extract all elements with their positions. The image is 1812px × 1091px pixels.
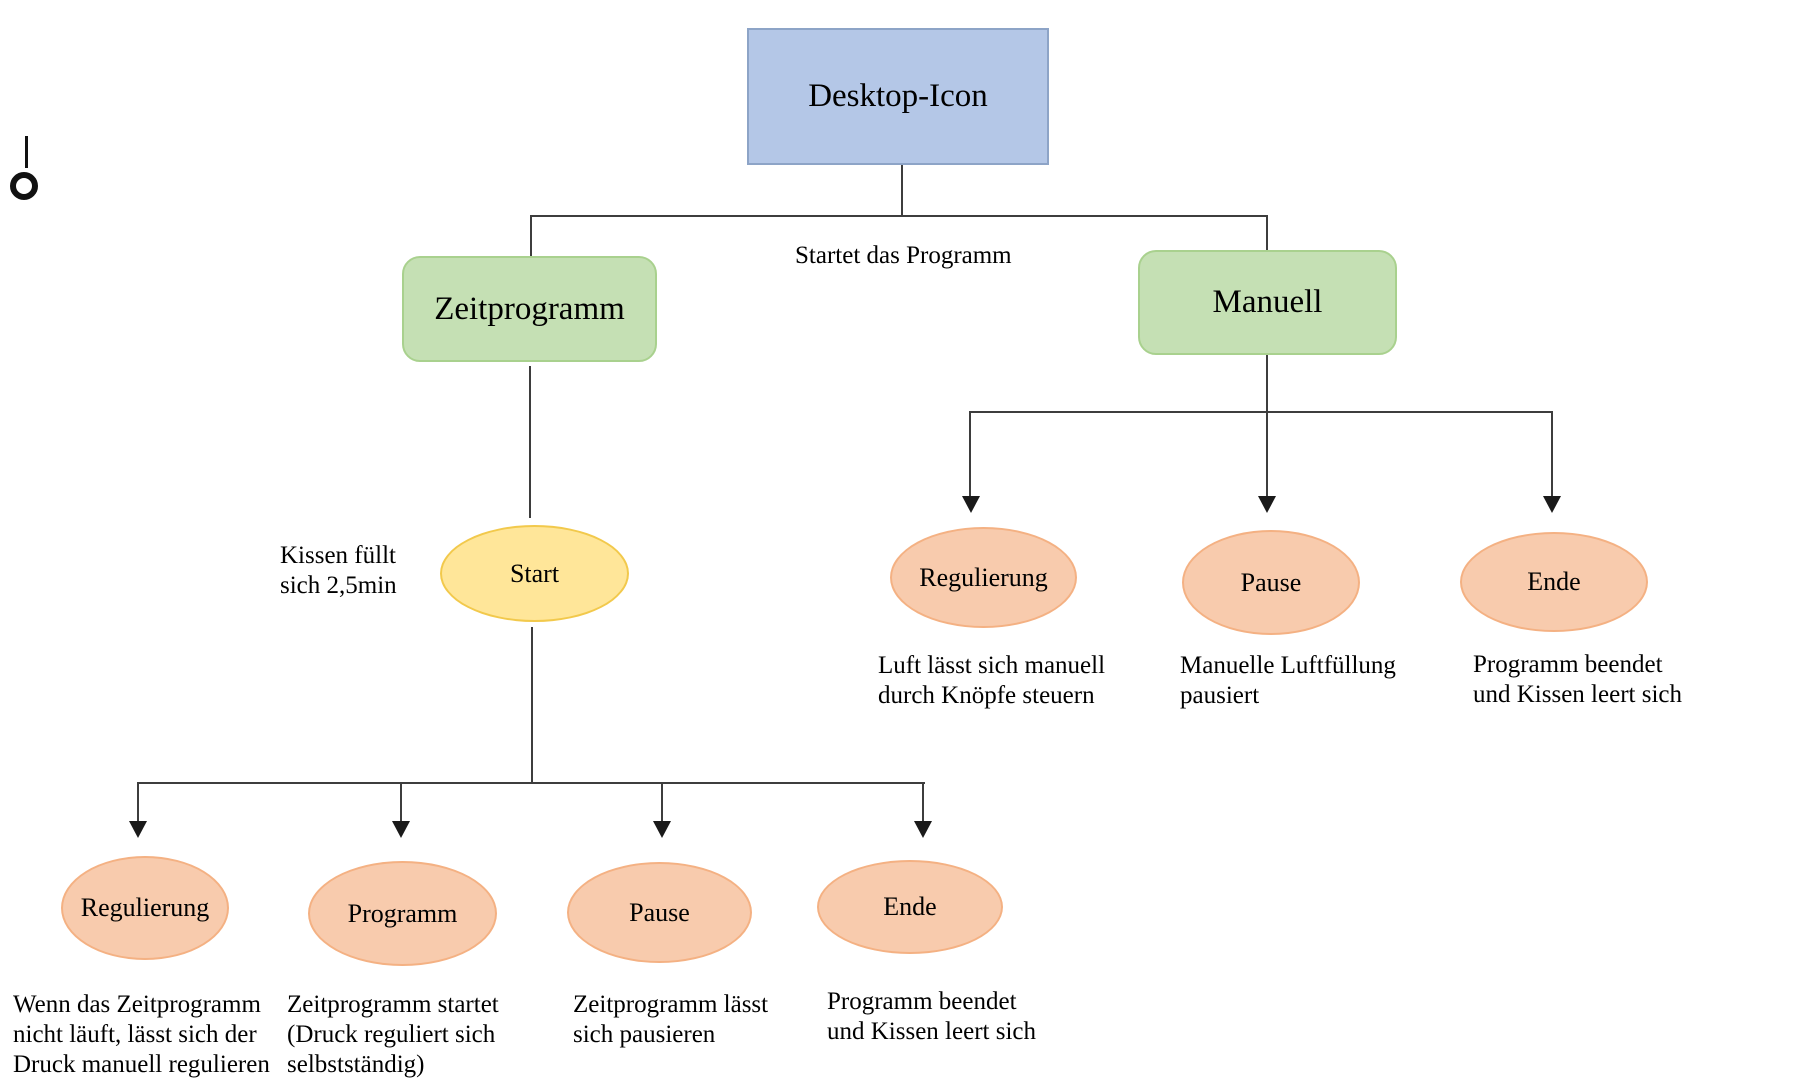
arrow-stem-z-pause [661,782,663,823]
arrow-stem-z-regulierung [137,782,139,823]
arrow-head-m-regulierung-icon [962,496,980,513]
desc-m-pause: Manuelle Luftfüllung pausiert [1180,652,1396,709]
node-m-ende-label: Ende [1527,567,1581,596]
node-z-ende: Ende [817,860,1003,954]
arrow-head-z-regulierung-icon [129,821,147,838]
node-z-regulierung-label: Regulierung [80,893,210,922]
node-desktop-icon-label: Desktop-Icon [808,78,988,114]
arrow-stem-z-programm [400,782,402,823]
node-zeitprogramm-label: Zeitprogramm [434,290,625,327]
edge-note-startet-das-programm: Startet das Programm [795,242,1012,269]
node-m-pause-label: Pause [1240,567,1302,597]
node-manuell-label: Manuell [1212,284,1323,320]
desc-z-regulierung: Wenn das Zeitprogramm nicht läuft, lässt… [13,991,270,1078]
connector-level2-horizontal [530,215,1268,217]
arrow-stem-m-ende [1551,411,1553,498]
node-z-programm-label: Programm [347,898,458,928]
connector-manuell-children-horizontal [969,411,1553,413]
note-kissen-fuellt: Kissen füllt sich 2,5min [280,542,397,599]
desc-z-ende: Programm beendet und Kissen leert sich [827,988,1036,1045]
arrow-head-m-ende-icon [1543,496,1561,513]
margin-marker-line-icon [25,136,28,168]
node-z-ende-label: Ende [883,892,937,921]
desc-z-pause: Zeitprogramm lässt sich pausieren [573,991,769,1048]
desc-m-ende: Programm beendet und Kissen leert sich [1473,651,1682,708]
connector-zeitprogramm-to-start [529,366,531,518]
node-m-regulierung-label: Regulierung [919,562,1048,592]
arrow-head-z-ende-icon [914,821,932,838]
node-zeitprogramm: Zeitprogramm [402,256,657,362]
desc-m-regulierung: Luft lässt sich manuell durch Knöpfe ste… [878,652,1106,709]
connector-zeitprogramm-drop [530,215,532,257]
node-m-regulierung: Regulierung [890,527,1077,628]
arrow-head-z-pause-icon [653,821,671,838]
node-desktop-icon: Desktop-Icon [747,28,1049,165]
node-z-programm: Programm [308,861,497,966]
node-start: Start [440,525,629,622]
connector-manuell-drop [1266,215,1268,251]
margin-marker-circle-icon [10,172,38,200]
node-start-label: Start [509,558,560,588]
arrow-head-z-programm-icon [392,821,410,838]
node-z-pause-label: Pause [629,897,690,927]
arrow-stem-m-regulierung [969,411,971,498]
arrow-stem-m-pause [1266,411,1268,498]
node-z-regulierung: Regulierung [61,856,229,960]
arrow-stem-z-ende [922,782,924,823]
node-m-ende: Ende [1460,532,1648,632]
desc-z-programm: Zeitprogramm startet (Druck reguliert si… [287,991,499,1078]
connector-zeit-children-horizontal [137,782,925,784]
node-manuell: Manuell [1138,250,1397,355]
arrow-head-m-pause-icon [1258,496,1276,513]
connector-root-drop [901,165,903,217]
node-z-pause: Pause [567,862,752,963]
connector-start-drop [531,627,533,784]
node-m-pause: Pause [1182,530,1360,635]
connector-manuell-drop2 [1266,355,1268,413]
